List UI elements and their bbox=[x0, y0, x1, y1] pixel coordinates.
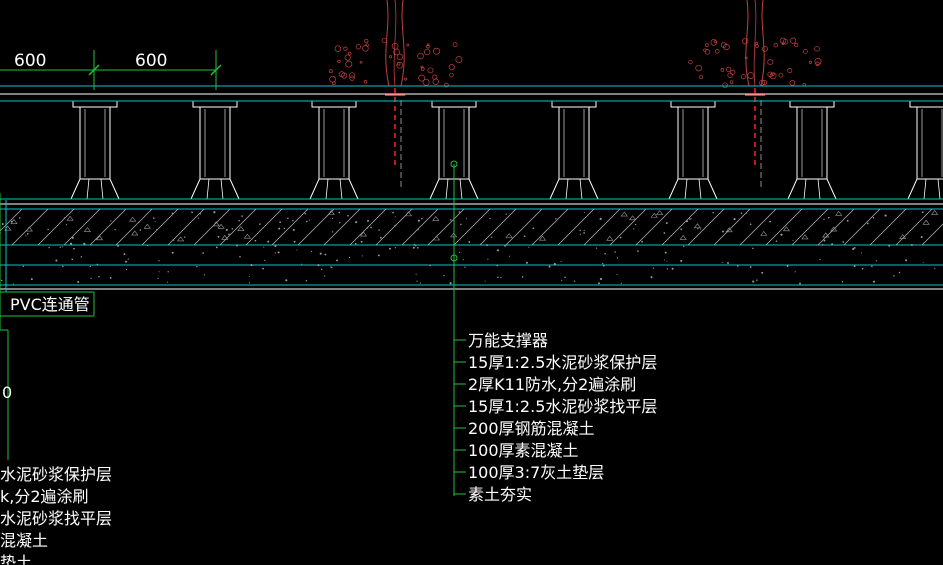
pedestal-support bbox=[309, 100, 359, 200]
left-partial-callout-text: 水泥砂浆保护层 bbox=[0, 465, 112, 484]
tree-symbol bbox=[328, 0, 463, 190]
layer-callout-text: 100厚素混凝土 bbox=[468, 441, 579, 460]
left-partial-callout-text: 混凝土 bbox=[0, 531, 48, 550]
tree-symbol bbox=[688, 0, 822, 190]
pedestal-support bbox=[668, 100, 718, 200]
pedestal-support bbox=[549, 100, 599, 200]
pedestal-support bbox=[787, 100, 837, 200]
layer-callout-text: 2厚K11防水,分2遍涂刷 bbox=[468, 375, 636, 394]
pvc-pipe-callout: PVC连通管 bbox=[0, 193, 95, 330]
layer-callout-text: 15厚1:2.5水泥砂浆保护层 bbox=[468, 353, 657, 372]
dimension-label-2: 600 bbox=[135, 51, 167, 71]
layer-callout: 万能支撑器 15厚1:2.5水泥砂浆保护层 2厚K11防水,分2遍涂刷 15厚1:2.… bbox=[450, 160, 657, 504]
tree-symbol-group bbox=[328, 0, 822, 190]
pedestal-support bbox=[190, 100, 240, 200]
layer-callout-text: 万能支撑器 bbox=[468, 331, 548, 350]
left-partial-callout-text: 垫土 bbox=[0, 553, 32, 565]
layer-callout-text: 15厚1:2.5水泥砂浆找平层 bbox=[468, 397, 657, 416]
pedestal-group bbox=[70, 100, 943, 200]
layer-callout-text: 100厚3:7灰土垫层 bbox=[468, 463, 604, 482]
pvc-pipe-label: PVC连通管 bbox=[10, 295, 90, 314]
left-partial-callout-text: 水泥砂浆找平层 bbox=[0, 509, 112, 528]
pedestal-support bbox=[70, 100, 120, 200]
pedestal-support bbox=[907, 100, 943, 200]
dimension-line: 600 600 bbox=[0, 50, 222, 90]
layer-callout-text: 200厚钢筋混凝土 bbox=[468, 419, 595, 438]
layer-callout-text: 素土夯实 bbox=[468, 485, 532, 504]
dimension-label-1: 600 bbox=[14, 51, 46, 71]
left-partial-number: 0 bbox=[2, 383, 12, 402]
left-partial-callout-text: k,分2遍涂刷 bbox=[0, 487, 89, 506]
floor-layer-group bbox=[0, 85, 943, 290]
